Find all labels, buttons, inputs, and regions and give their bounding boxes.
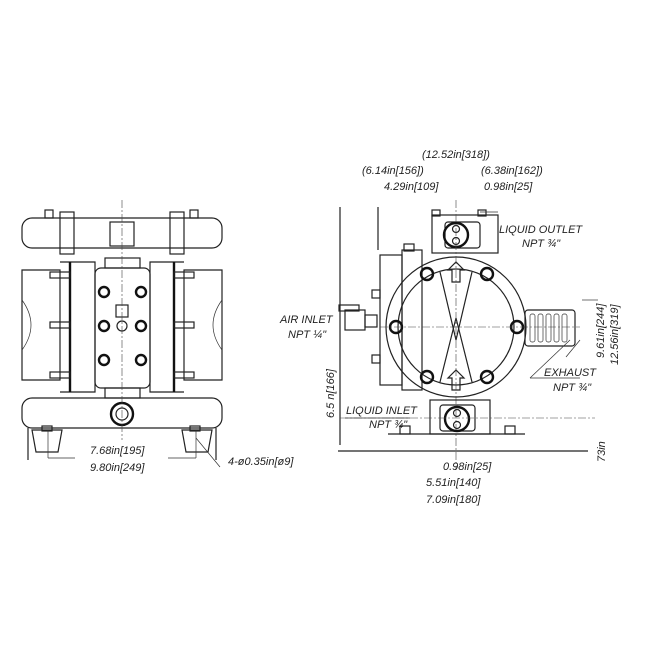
dim-right-offset: 0.98in[25] xyxy=(484,181,533,193)
dim-base-height: 73in xyxy=(596,441,608,462)
dim-height-outer: 12.56in[319] xyxy=(609,304,621,365)
label-liquid-inlet: LIQUID INLET xyxy=(346,405,418,417)
dim-height-inner: 9.61in[244] xyxy=(595,303,607,358)
label-air-inlet: AIR INLET xyxy=(279,314,334,326)
dim-left-width: (6.14in[156]) xyxy=(362,165,424,177)
dim-mount-depth: 5.51in[140] xyxy=(426,477,481,489)
dim-mount-width: 7.68in[195] xyxy=(90,445,145,457)
label-liquid-outlet: LIQUID OUTLET xyxy=(499,224,583,236)
label-air-inlet-size: NPT ¼" xyxy=(288,329,327,341)
label-liquid-outlet-size: NPT ¾" xyxy=(522,238,561,250)
side-view xyxy=(338,200,598,470)
label-exhaust-size: NPT ¾" xyxy=(553,382,592,394)
dim-right-width: (6.38in[162]) xyxy=(481,165,543,177)
front-view xyxy=(21,200,223,468)
dim-inlet-height: 6.5 n[166] xyxy=(325,368,337,418)
dim-bottom-offset: 0.98in[25] xyxy=(443,461,492,473)
dim-overall-width: (12.52in[318]) xyxy=(422,149,490,161)
dim-front-overall-width: 9.80in[249] xyxy=(90,462,145,474)
label-exhaust: EXHAUST xyxy=(544,367,597,379)
dim-left-offset: 4.29in[109] xyxy=(384,181,439,193)
label-liquid-inlet-size: NPT ¾" xyxy=(369,419,408,431)
dim-base-depth: 7.09in[180] xyxy=(426,494,481,506)
dim-mounting-holes: 4-ø0.35in[ø9] xyxy=(228,456,294,468)
